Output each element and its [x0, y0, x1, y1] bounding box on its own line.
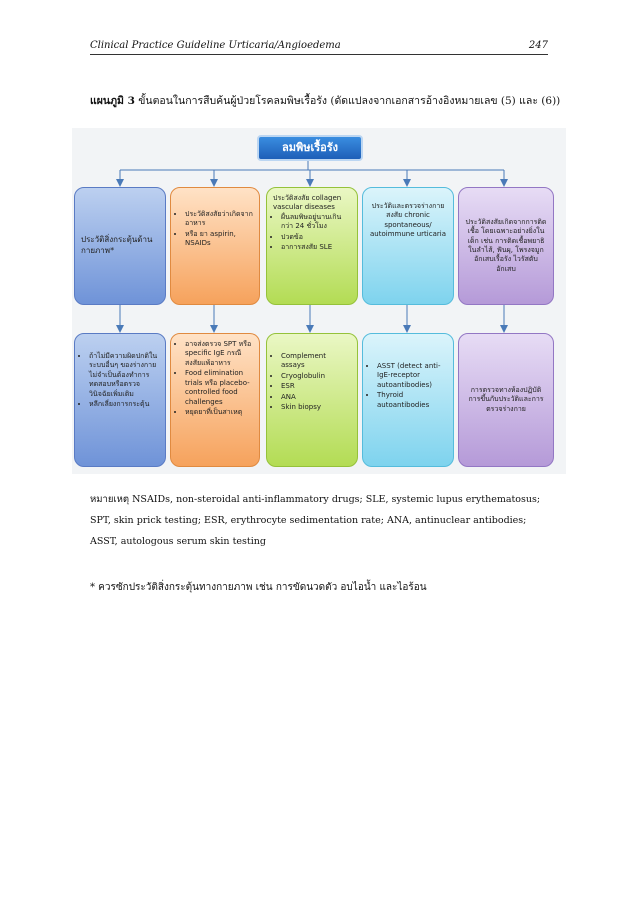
flowchart: ลมพิษเรื้อรัง ประวัติสิ่งกระตุ้นด้านกายภ…	[72, 128, 566, 474]
page-header: Clinical Practice Guideline Urticaria/An…	[90, 38, 548, 55]
history-collagen-heading: ประวัติสงสัย collagen vascular diseases	[273, 194, 342, 212]
history-infection-node: ประวัติสงสัยเกิดจากการติดเชื้อ โดยเฉพาะอ…	[458, 187, 554, 305]
tests-infection-node: การตรวจทางห้องปฏิบัติการขึ้นกับประวัติแล…	[458, 333, 554, 467]
tests-physical-item-2: หลีกเลี่ยงการกระตุ้น	[89, 400, 159, 409]
tests-infection-text: การตรวจทางห้องปฏิบัติการขึ้นกับประวัติแล…	[468, 385, 544, 413]
page-number: 247	[528, 40, 548, 51]
history-collagen-item-1: ผื่นลมพิษอยู่นานเกินกว่า 24 ชั่วโมง	[281, 213, 351, 232]
tests-food-drug-node: อาจส่งตรวจ SPT หรือ specific IgE กรณีสงส…	[170, 333, 260, 467]
tests-autoimmune-item-2: Thyroid autoantibodies	[377, 391, 447, 410]
root-node: ลมพิษเรื้อรัง	[257, 135, 363, 161]
notes-line-1: หมายเหตุ NSAIDs, non-steroidal anti-infl…	[90, 494, 541, 505]
history-autoimmune-node: ประวัติและตรวจร่างกายสงสัย chronic spont…	[362, 187, 454, 305]
notes-line-3: ASST, autologous serum skin testing	[90, 536, 266, 548]
history-physical-node: ประวัติสิ่งกระตุ้นด้านกายภาพ*	[74, 187, 166, 305]
abbreviation-notes: หมายเหตุ NSAIDs, non-steroidal anti-infl…	[90, 492, 560, 555]
tests-collagen-item-2: Cryoglobulin	[281, 372, 351, 381]
tests-autoimmune-item-1: ASST (detect anti-IgE-receptor autoantib…	[377, 362, 447, 390]
tests-food-item-3: หยุดยาที่เป็นสาเหตุ	[185, 408, 253, 417]
tests-physical-item-1: ถ้าไม่มีความผิดปกติในระบบอื่นๆ ของร่างกา…	[89, 352, 159, 399]
figure-label: แผนภูมิ 3	[90, 95, 135, 107]
notes-line-2: SPT, skin prick testing; ESR, erythrocyt…	[90, 515, 527, 527]
history-drug-item: หรือ ยา aspirin, NSAIDs	[185, 230, 253, 249]
tests-autoimmune-node: ASST (detect anti-IgE-receptor autoantib…	[362, 333, 454, 467]
history-infection-text: ประวัติสงสัยเกิดจากการติดเชื้อ โดยเฉพาะอ…	[465, 217, 547, 273]
history-collagen-item-2: ปวดข้อ	[281, 233, 351, 242]
tests-collagen-item-3: ESR	[281, 382, 351, 391]
tests-collagen-item-4: ANA	[281, 393, 351, 402]
history-food-item: ประวัติสงสัยว่าเกิดจากอาหาร	[185, 210, 253, 229]
tests-food-item-1: อาจส่งตรวจ SPT หรือ specific IgE กรณีสงส…	[185, 340, 253, 368]
figure-caption: แผนภูมิ 3 ขั้นตอนในการสืบค้นผู้ป่วยโรคลม…	[90, 92, 560, 109]
tests-collagen-node: Complement assays Cryoglobulin ESR ANA S…	[266, 333, 358, 467]
tests-collagen-item-5: Skin biopsy	[281, 403, 351, 412]
history-food-drug-node: ประวัติสงสัยว่าเกิดจากอาหาร หรือ ยา aspi…	[170, 187, 260, 305]
tests-collagen-item-1: Complement assays	[281, 352, 351, 371]
history-physical-text: ประวัติสิ่งกระตุ้นด้านกายภาพ*	[81, 235, 153, 255]
history-autoimmune-text: ประวัติและตรวจร่างกายสงสัย chronic spont…	[370, 202, 446, 239]
flowchart-connectors	[116, 161, 508, 333]
tests-food-item-2: Food elimination trials หรือ placebo-con…	[185, 369, 253, 407]
history-collagen-item-3: อาการสงสัย SLE	[281, 243, 351, 252]
header-title: Clinical Practice Guideline Urticaria/An…	[90, 40, 341, 51]
figure-caption-text: ขั้นตอนในการสืบค้นผู้ป่วยโรคลมพิษเรื้อรั…	[138, 95, 561, 107]
history-collagen-node: ประวัติสงสัย collagen vascular diseases …	[266, 187, 358, 305]
tests-physical-node: ถ้าไม่มีความผิดปกติในระบบอื่นๆ ของร่างกา…	[74, 333, 166, 467]
footnote: * ควรซักประวัติสิ่งกระตุ้นทางกายภาพ เช่น…	[90, 582, 427, 593]
